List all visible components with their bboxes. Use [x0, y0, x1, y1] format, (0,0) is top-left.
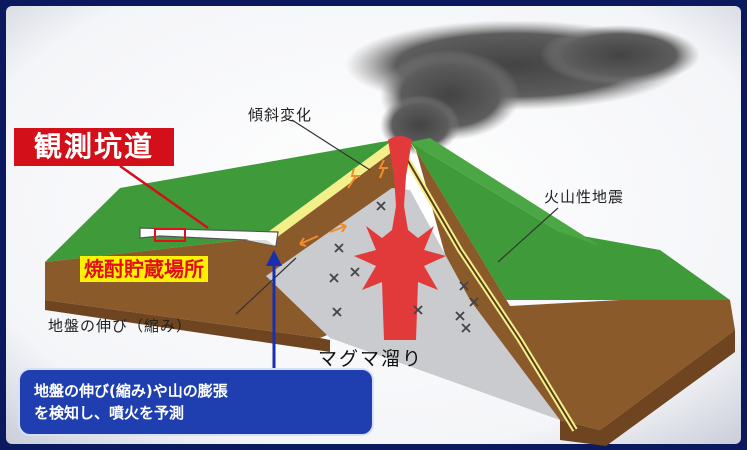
front-face	[45, 262, 330, 352]
right-front-face	[560, 330, 735, 446]
observation-tunnel-label: 観測坑道	[14, 128, 174, 166]
callout-arrow	[266, 250, 282, 370]
right-slope-grass	[410, 142, 730, 300]
earthquake-markers	[329, 201, 479, 333]
magma-chamber-label: マグマ溜り	[318, 348, 424, 370]
tilt-change-label: 傾斜変化	[248, 106, 313, 124]
tilt-arrows	[299, 159, 388, 247]
volcanic-earthquake-label: 火山性地震	[544, 188, 625, 206]
storage-marker-box	[154, 228, 186, 242]
ground-strain-label: 地盤の伸び（縮み）	[48, 317, 193, 335]
callout-line-2: を検知し、噴火を予測	[34, 404, 185, 422]
tunnel-leader	[119, 164, 209, 230]
right-slope-grass-upper	[410, 138, 600, 246]
tilt-leader	[291, 119, 371, 171]
left-slope-grass	[45, 140, 393, 262]
callout-line-1: 地盤の伸び(縮み)や山の膨張	[34, 382, 228, 400]
magma-system	[354, 136, 446, 340]
observation-tunnel	[139, 227, 279, 247]
explanation-callout: 地盤の伸び(縮み)や山の膨張 を検知し、噴火を予測	[18, 368, 374, 436]
shochu-storage-label: 焼酎貯蔵場所	[80, 256, 208, 282]
eruption-smoke	[345, 20, 700, 155]
quake-leader	[497, 207, 559, 263]
left-slope-yellow-layer	[260, 140, 400, 244]
strain-leader	[235, 257, 297, 315]
